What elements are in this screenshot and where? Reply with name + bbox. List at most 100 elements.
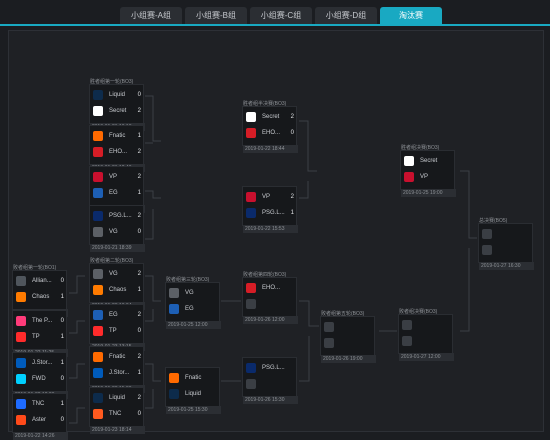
team-row[interactable]: J.Stor...1 xyxy=(16,357,64,369)
tab-group-c[interactable]: 小组赛-C组 xyxy=(250,7,312,24)
team-row[interactable]: EHO...0 xyxy=(246,127,294,139)
eg-logo xyxy=(169,304,179,314)
match-title: 败者组第四轮(BO3) xyxy=(243,272,287,278)
team-name: VP xyxy=(262,194,271,200)
eg-logo xyxy=(93,310,103,320)
team-score: 2 xyxy=(137,395,141,401)
team-row[interactable]: The P...0 xyxy=(16,315,64,327)
match-card-lower-r4-2[interactable]: PSG.L... 2019-01-26 15:30 xyxy=(242,357,298,404)
match-card-lower-r1-2[interactable]: The P...0TP12019-01-22 11:25 xyxy=(12,310,68,357)
team-row[interactable] xyxy=(482,228,530,240)
pacific-logo xyxy=(16,316,26,326)
vp-logo xyxy=(404,172,414,182)
match-date: 2019-01-25 12:00 xyxy=(166,321,221,329)
team-row[interactable]: J.Stor...1 xyxy=(93,367,141,379)
match-card-lower-final[interactable]: 败者组决赛(BO3)2019-01-27 12:00 xyxy=(398,309,454,361)
team-row[interactable] xyxy=(402,319,450,331)
match-card-lower-r2-2[interactable]: EG2TP02019-01-23 13:15 xyxy=(89,304,145,351)
team-row[interactable]: Fnatic xyxy=(169,372,217,384)
team-row[interactable] xyxy=(482,244,530,256)
team-row[interactable] xyxy=(324,337,372,349)
match-card-grand-final[interactable]: 总决赛(BO5)2019-01-27 16:30 xyxy=(478,218,534,270)
match-card-upper-r1-1[interactable]: 胜者组第一轮(BO3)Liquid0Secret22019-01-21 10:1… xyxy=(89,79,145,131)
team-name: EHO... xyxy=(109,149,128,155)
match-card-upper-r1-3[interactable]: VP2EG12019-01-21 16:00 xyxy=(89,166,145,213)
team-row[interactable]: EG xyxy=(169,303,217,315)
team-row[interactable]: Liquid xyxy=(169,388,217,400)
tab-group-d[interactable]: 小组赛-D组 xyxy=(315,7,377,24)
team-row[interactable]: PSG.L...2 xyxy=(93,210,141,222)
liquid-logo xyxy=(93,393,103,403)
team-row[interactable]: PSG.L...1 xyxy=(246,207,294,219)
team-row[interactable]: Secret 2 xyxy=(93,105,141,117)
team-name: TP xyxy=(32,334,40,340)
vp-logo xyxy=(93,172,103,182)
ehome-logo xyxy=(246,283,256,293)
vg-logo xyxy=(93,227,103,237)
team-name: Secret xyxy=(109,108,127,114)
match-title: 胜者组第一轮(BO3) xyxy=(90,79,134,85)
jstorm-logo xyxy=(93,368,103,378)
team-row[interactable]: VG xyxy=(169,287,217,299)
match-card-lower-r4-1[interactable]: 败者组第四轮(BO3)EHO...2019-01-26 12:00 xyxy=(242,272,298,324)
fnatic-logo xyxy=(93,131,103,141)
team-row[interactable] xyxy=(324,321,372,333)
team-name: J.Stor... xyxy=(32,360,53,366)
team-row[interactable]: EHO... xyxy=(246,282,294,294)
match-card-lower-r1-3[interactable]: J.Stor...1FWD02019-01-22 12:29 xyxy=(12,352,68,399)
tab-playoffs[interactable]: 淘汰赛 xyxy=(380,7,442,24)
team-row[interactable] xyxy=(402,335,450,347)
match-card-lower-r1-1[interactable]: 败者组第一轮(BO1)Allian...0Chaos12019-01-22 10… xyxy=(12,265,68,317)
team-row[interactable]: Secret xyxy=(404,155,452,167)
match-date: 2019-01-26 15:30 xyxy=(243,396,298,404)
team-row[interactable]: PSG.L... xyxy=(246,362,294,374)
match-title: 败者组第五轮(BO3) xyxy=(321,311,365,317)
secret-logo xyxy=(246,112,256,122)
team-row[interactable]: VP xyxy=(404,171,452,183)
match-card-lower-r5[interactable]: 败者组第五轮(BO3) 2019-01-26 19:00 xyxy=(320,311,376,363)
team-row[interactable]: Allian...0 xyxy=(16,275,64,287)
match-card-lower-r2-1[interactable]: 败者组第二轮(BO3)VG2Chaos12019-01-23 10:04 xyxy=(89,258,145,310)
team-row[interactable] xyxy=(246,378,294,390)
team-row[interactable] xyxy=(246,298,294,310)
team-name: VG xyxy=(185,290,194,296)
match-date: 2019-01-26 19:00 xyxy=(321,355,376,363)
tab-group-a[interactable]: 小组赛-A组 xyxy=(120,7,182,24)
team-name: TP xyxy=(109,328,117,334)
tab-group-b[interactable]: 小组赛-B组 xyxy=(185,7,247,24)
team-name: Chaos xyxy=(32,294,50,300)
team-score: 2 xyxy=(137,108,141,114)
team-row[interactable]: EHO...2 xyxy=(93,146,141,158)
team-score: 2 xyxy=(137,312,141,318)
tnc2-logo xyxy=(93,409,103,419)
